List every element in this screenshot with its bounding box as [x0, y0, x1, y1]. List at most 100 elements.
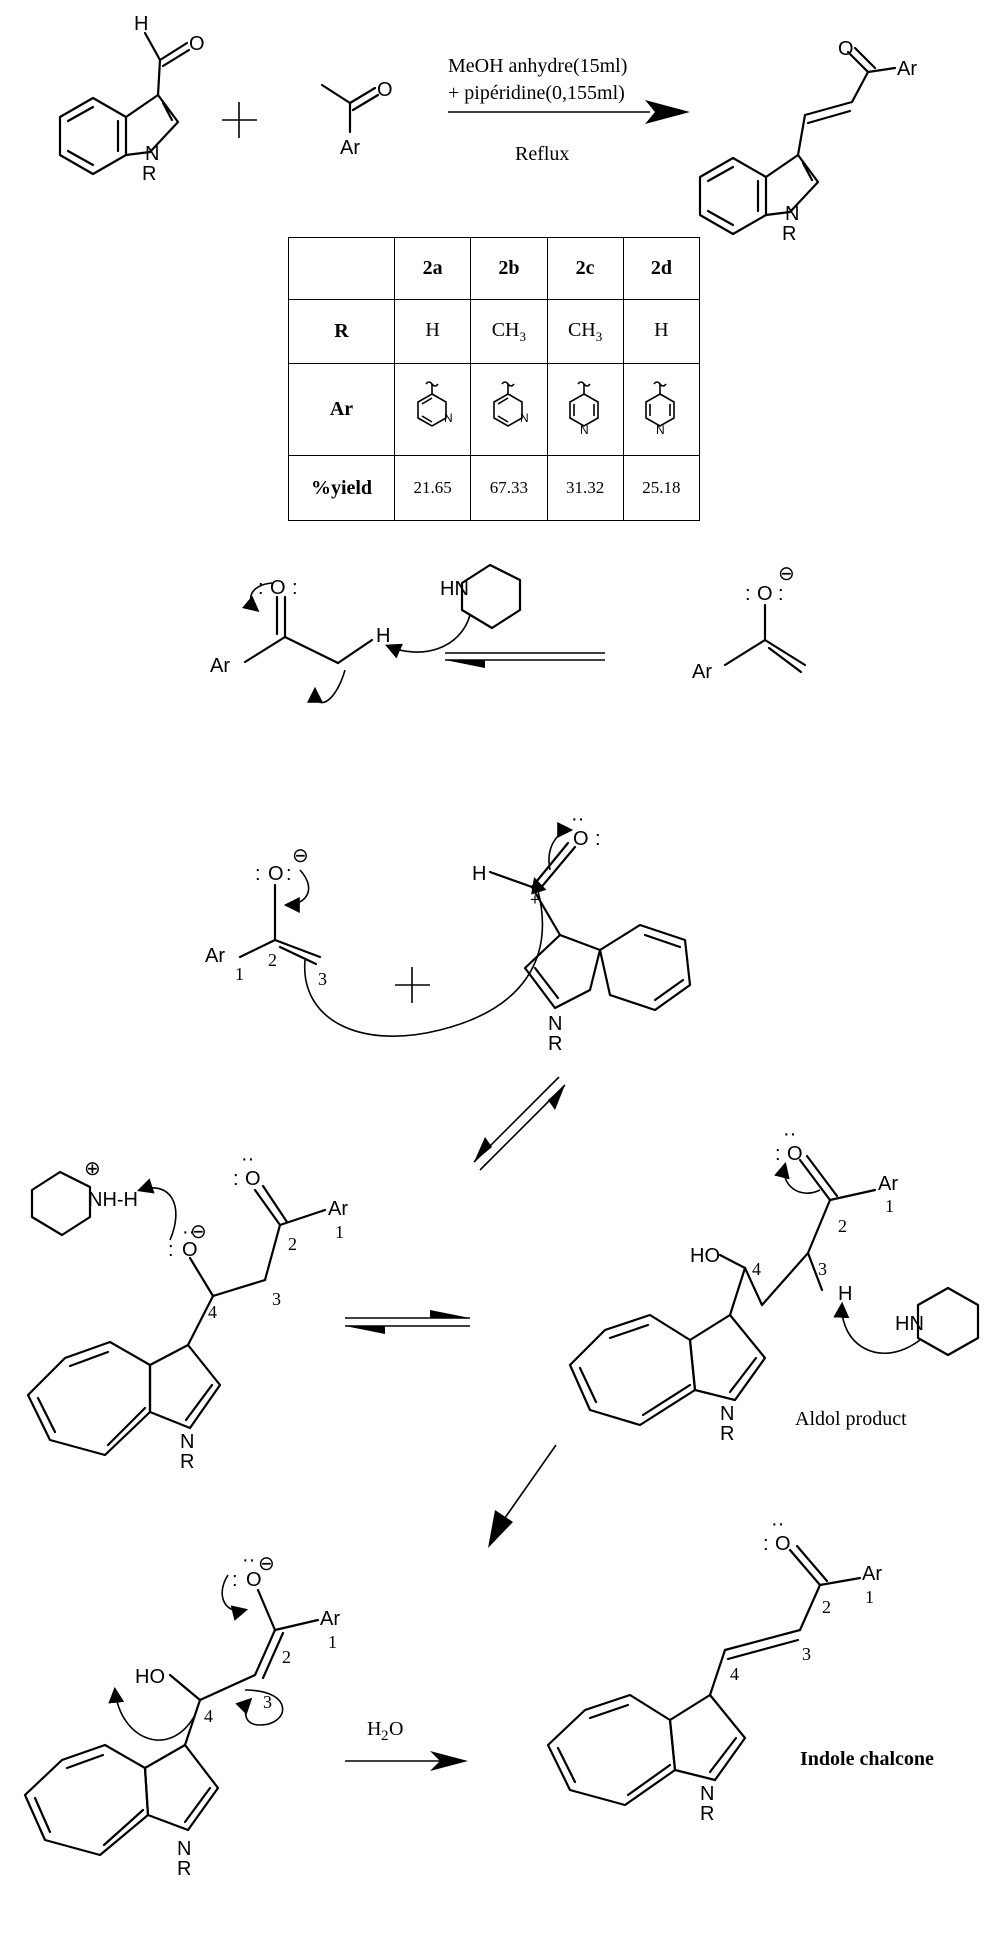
atom-label: N: [700, 1783, 714, 1805]
atom-label: N: [720, 1403, 734, 1425]
water-arrow: H 2 O: [345, 1718, 468, 1771]
atom-label: N: [580, 423, 589, 437]
enolate-elimination-intermediate: HO O ·· : ⊖ Ar 1 2 3 4 N R: [23, 1549, 340, 1880]
position-number: 1: [335, 1222, 344, 1242]
charge-minus: ⊖: [778, 563, 795, 585]
r-value-2d: H: [622, 299, 701, 364]
position-number: 4: [204, 1706, 213, 1726]
table-row-r: R H CH3 CH3 H: [288, 299, 701, 364]
atom-label: N: [177, 1838, 191, 1860]
header-2a: 2a: [393, 237, 472, 300]
position-number: 2: [822, 1597, 831, 1617]
atom-label: R: [548, 1033, 562, 1055]
table-row-ar: Ar N N: [288, 363, 701, 456]
atom-label: O: [270, 577, 286, 599]
lone-pair: :: [255, 863, 261, 885]
ar-structure-2c: N: [546, 363, 624, 456]
atom-label: O: [757, 583, 773, 605]
atom-label: O: [268, 863, 284, 885]
atom-label: Ar: [320, 1608, 340, 1630]
row-label-yield: %yield: [288, 455, 395, 521]
conditions-line-2: + pipéridine(0,155ml): [448, 82, 625, 104]
atom-label: Ar: [340, 137, 360, 159]
atom-label: Ar: [210, 655, 230, 677]
yield-2b: 67.33: [470, 455, 548, 521]
lone-pair-dots: ··: [783, 1123, 796, 1145]
reagent-subscript: 2: [381, 1728, 389, 1744]
table-corner-cell: [288, 237, 395, 300]
atom-label: Ar: [878, 1173, 898, 1195]
aldol-product: HO O ·· : Ar 1 2 3 4 H HN N R Aldol prod…: [568, 1123, 980, 1445]
lone-pair: :: [745, 583, 751, 605]
atom-label: O: [377, 79, 393, 101]
lone-pair-dots: ··: [182, 1221, 195, 1243]
yield-2a: 21.65: [393, 455, 472, 521]
atom-label: N: [444, 411, 453, 425]
lone-pair-dots: ··: [771, 1513, 784, 1535]
atom-label: R: [700, 1803, 714, 1825]
position-number: 4: [208, 1302, 217, 1322]
lone-pair: :: [775, 1143, 781, 1165]
pyridin-4-yl-icon: N: [645, 381, 676, 437]
indole-chalcone-label: Indole chalcone: [800, 1748, 934, 1770]
position-number: 2: [282, 1647, 291, 1667]
position-number: 1: [328, 1632, 337, 1652]
alkoxide-intermediate: NH-H ⊕ O : ·· ⊖ O ·· : Ar 1 2 3 4 N R: [26, 1148, 348, 1473]
charge-plus: +: [530, 890, 540, 909]
ar-structure-2d: N: [622, 363, 701, 456]
atom-label: N: [520, 411, 529, 425]
lone-pair: :: [778, 583, 784, 605]
position-number: 3: [318, 969, 327, 989]
atom-label: H: [376, 625, 390, 647]
atom-label: H: [838, 1283, 852, 1305]
equilibrium-arrows-mid: [345, 1310, 470, 1334]
row-label-ar: Ar: [288, 363, 395, 456]
reagent-h: H: [367, 1718, 381, 1740]
enolization-step: Ar O : : H HN Ar O : : ⊖: [210, 563, 807, 704]
atom-label: Ar: [862, 1563, 882, 1585]
position-number: 2: [288, 1234, 297, 1254]
atom-label: HO: [135, 1666, 165, 1688]
atom-label: R: [177, 1858, 191, 1880]
atom-label: R: [180, 1451, 194, 1473]
position-number: 4: [752, 1259, 761, 1279]
r-value-2b: CH3: [470, 299, 548, 364]
pyridin-4-yl-icon: N: [569, 381, 599, 437]
atom-label: Ar: [897, 58, 917, 80]
lone-pair: :: [168, 1239, 174, 1261]
header-2c: 2c: [546, 237, 624, 300]
header-2d: 2d: [622, 237, 701, 300]
position-number: 2: [268, 950, 277, 970]
nucleophilic-addition-step: Ar 1 2 3 O : : ⊖ H O ·· : + N R: [205, 808, 692, 1171]
atom-label: N: [145, 143, 159, 165]
position-number: 2: [838, 1216, 847, 1236]
lone-pair: :: [595, 828, 601, 850]
position-number: 1: [235, 964, 244, 984]
dehydration-arrow: [488, 1444, 557, 1548]
atom-label: N: [548, 1013, 562, 1035]
pyridin-3-yl-icon: N: [416, 381, 453, 427]
conditions-line-1: MeOH anhydre(15ml): [448, 55, 627, 77]
atom-label: H: [134, 13, 148, 35]
charge-minus: ⊖: [292, 845, 309, 867]
atom-label: R: [782, 223, 796, 245]
atom-label: HO: [690, 1245, 720, 1267]
atom-label: N: [180, 1431, 194, 1453]
atom-label: Ar: [328, 1198, 348, 1220]
position-number: 3: [802, 1644, 811, 1664]
position-number: 4: [730, 1664, 739, 1684]
indole-chalcone-final: O ·· : Ar 1 2 3 4 N R Indole chalcone: [546, 1513, 934, 1825]
reagent-o: O: [389, 1718, 403, 1740]
atom-label: Ar: [205, 945, 225, 967]
atom-label: O: [189, 33, 205, 55]
lone-pair: :: [233, 1168, 239, 1190]
position-number: 3: [818, 1259, 827, 1279]
lone-pair: :: [286, 863, 292, 885]
atom-label: O: [838, 38, 854, 60]
yield-2c: 31.32: [546, 455, 624, 521]
indole-chalcone-product-top: O Ar N R: [698, 38, 917, 245]
ar-structure-2a: N: [393, 363, 472, 456]
atom-label: O: [246, 1569, 262, 1591]
atom-label: O: [775, 1533, 791, 1555]
atom-label: R: [720, 1423, 734, 1445]
